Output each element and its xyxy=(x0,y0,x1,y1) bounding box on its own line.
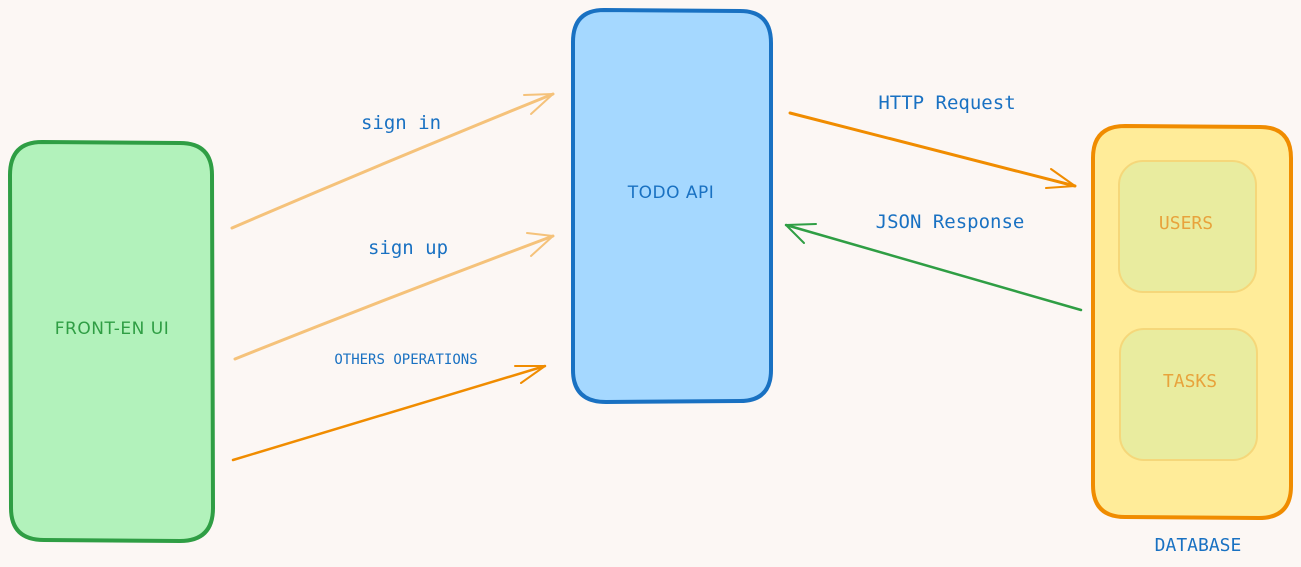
tasks-table-label: TASKS xyxy=(1163,371,1217,392)
sign-in-arrow: sign in xyxy=(230,92,555,230)
api-label: TODO API xyxy=(627,183,715,203)
others-arrow: OTHERS OPERATIONS xyxy=(231,352,547,462)
sign-in-label: sign in xyxy=(361,112,441,134)
sign-up-arrow: sign up xyxy=(233,232,555,361)
json-response-arrow: JSON Response xyxy=(784,211,1083,312)
http-request-arrow: HTTP Request xyxy=(788,92,1077,189)
http-request-label: HTTP Request xyxy=(878,92,1015,114)
database-label: DATABASE xyxy=(1155,535,1242,556)
users-table-box xyxy=(1118,160,1257,293)
database-node: USERS TASKS DATABASE xyxy=(1091,124,1293,556)
api-box xyxy=(571,8,773,404)
users-table-label: USERS xyxy=(1159,213,1213,234)
frontend-box xyxy=(8,140,215,543)
frontend-node: FRONT-EN UI xyxy=(8,140,215,543)
others-label: OTHERS OPERATIONS xyxy=(334,352,477,368)
tasks-table-box xyxy=(1119,328,1258,461)
frontend-label: FRONT-EN UI xyxy=(55,319,169,339)
json-response-label: JSON Response xyxy=(876,211,1025,233)
sign-up-label: sign up xyxy=(368,237,448,259)
api-node: TODO API xyxy=(571,8,773,404)
